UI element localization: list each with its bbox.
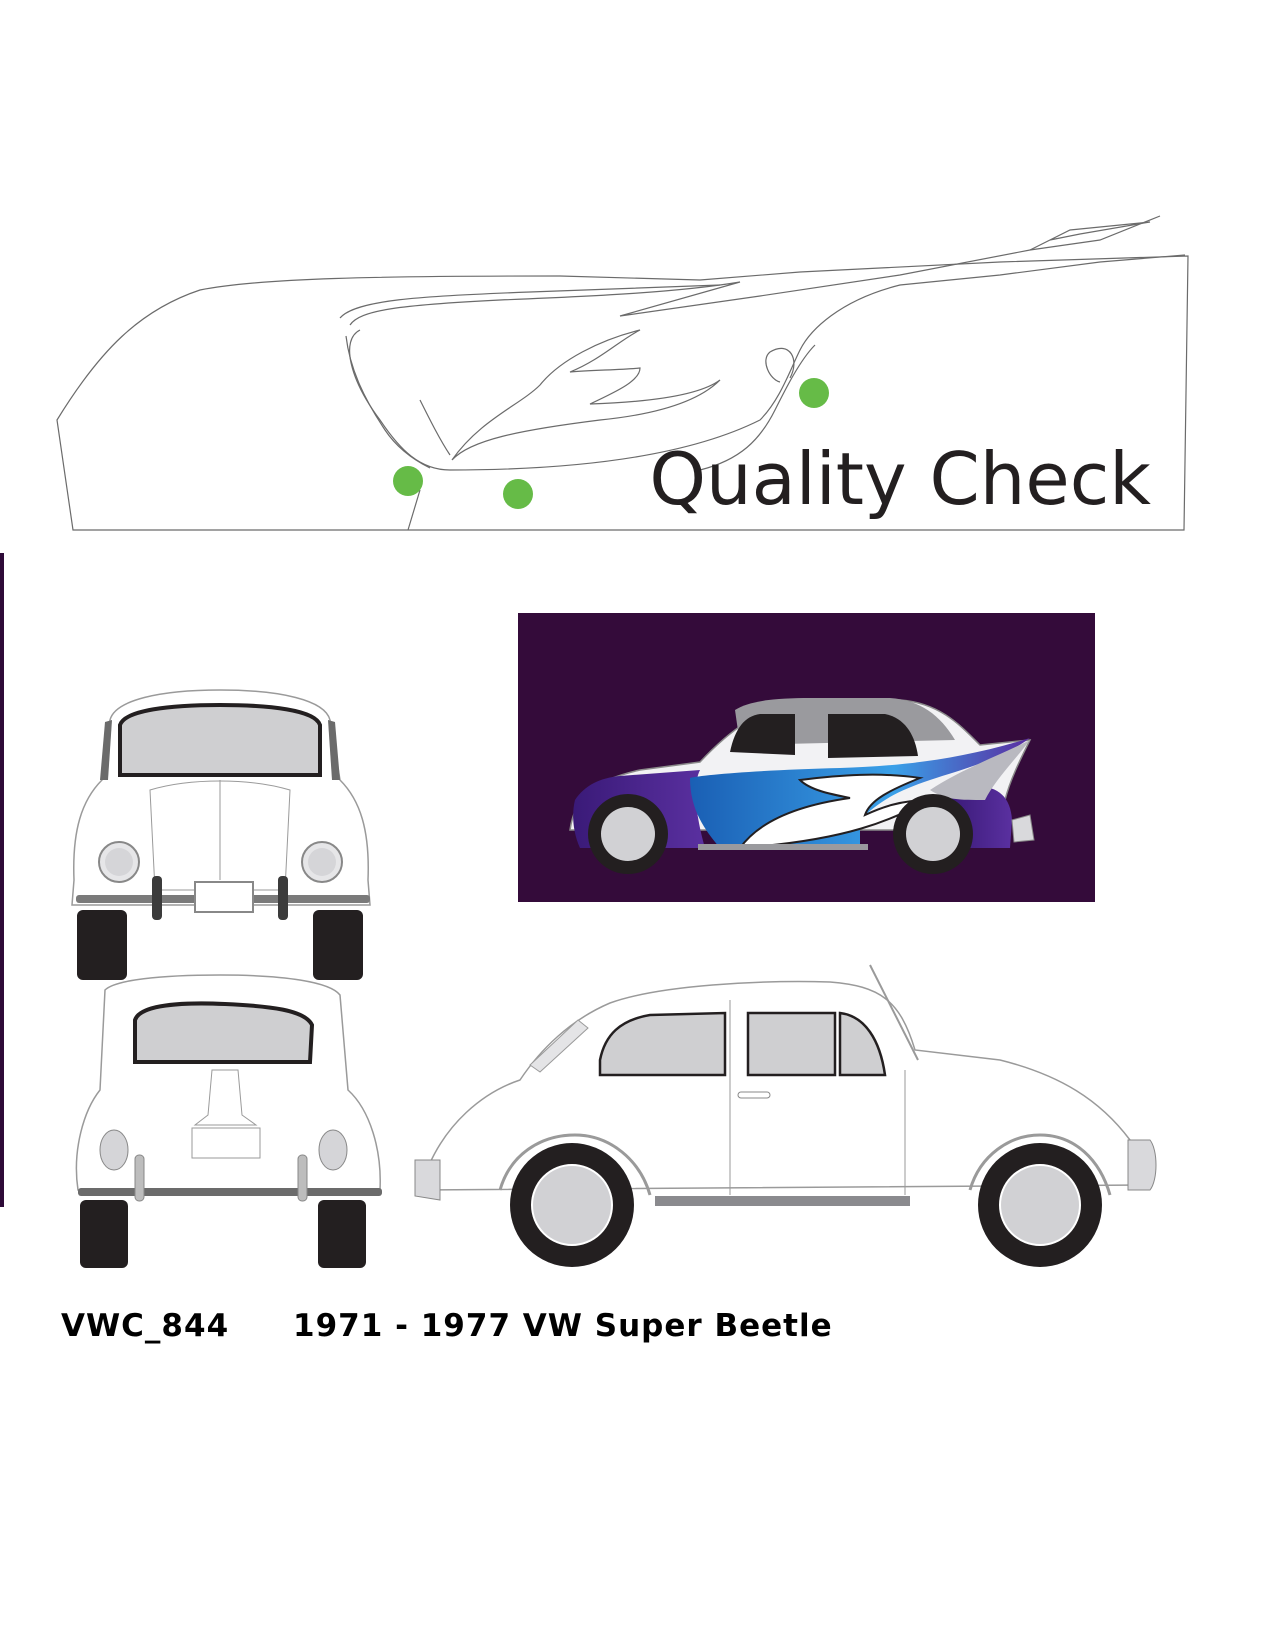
sku-label: VWC_844 [61, 1308, 230, 1344]
rear-view [75, 974, 382, 1268]
vehicle-label: 1971 - 1977 VW Super Beetle [293, 1308, 833, 1344]
check-dot-1 [393, 466, 423, 496]
quality-check-watermark: Quality Check [649, 437, 1151, 521]
front-view [71, 689, 371, 980]
decal-cut-outline [56, 215, 1189, 531]
check-dot-3 [799, 378, 829, 408]
preview-panel [518, 613, 1095, 902]
accent-bar [0, 553, 4, 1207]
check-dot-2 [503, 479, 533, 509]
side-view [414, 964, 1157, 1267]
